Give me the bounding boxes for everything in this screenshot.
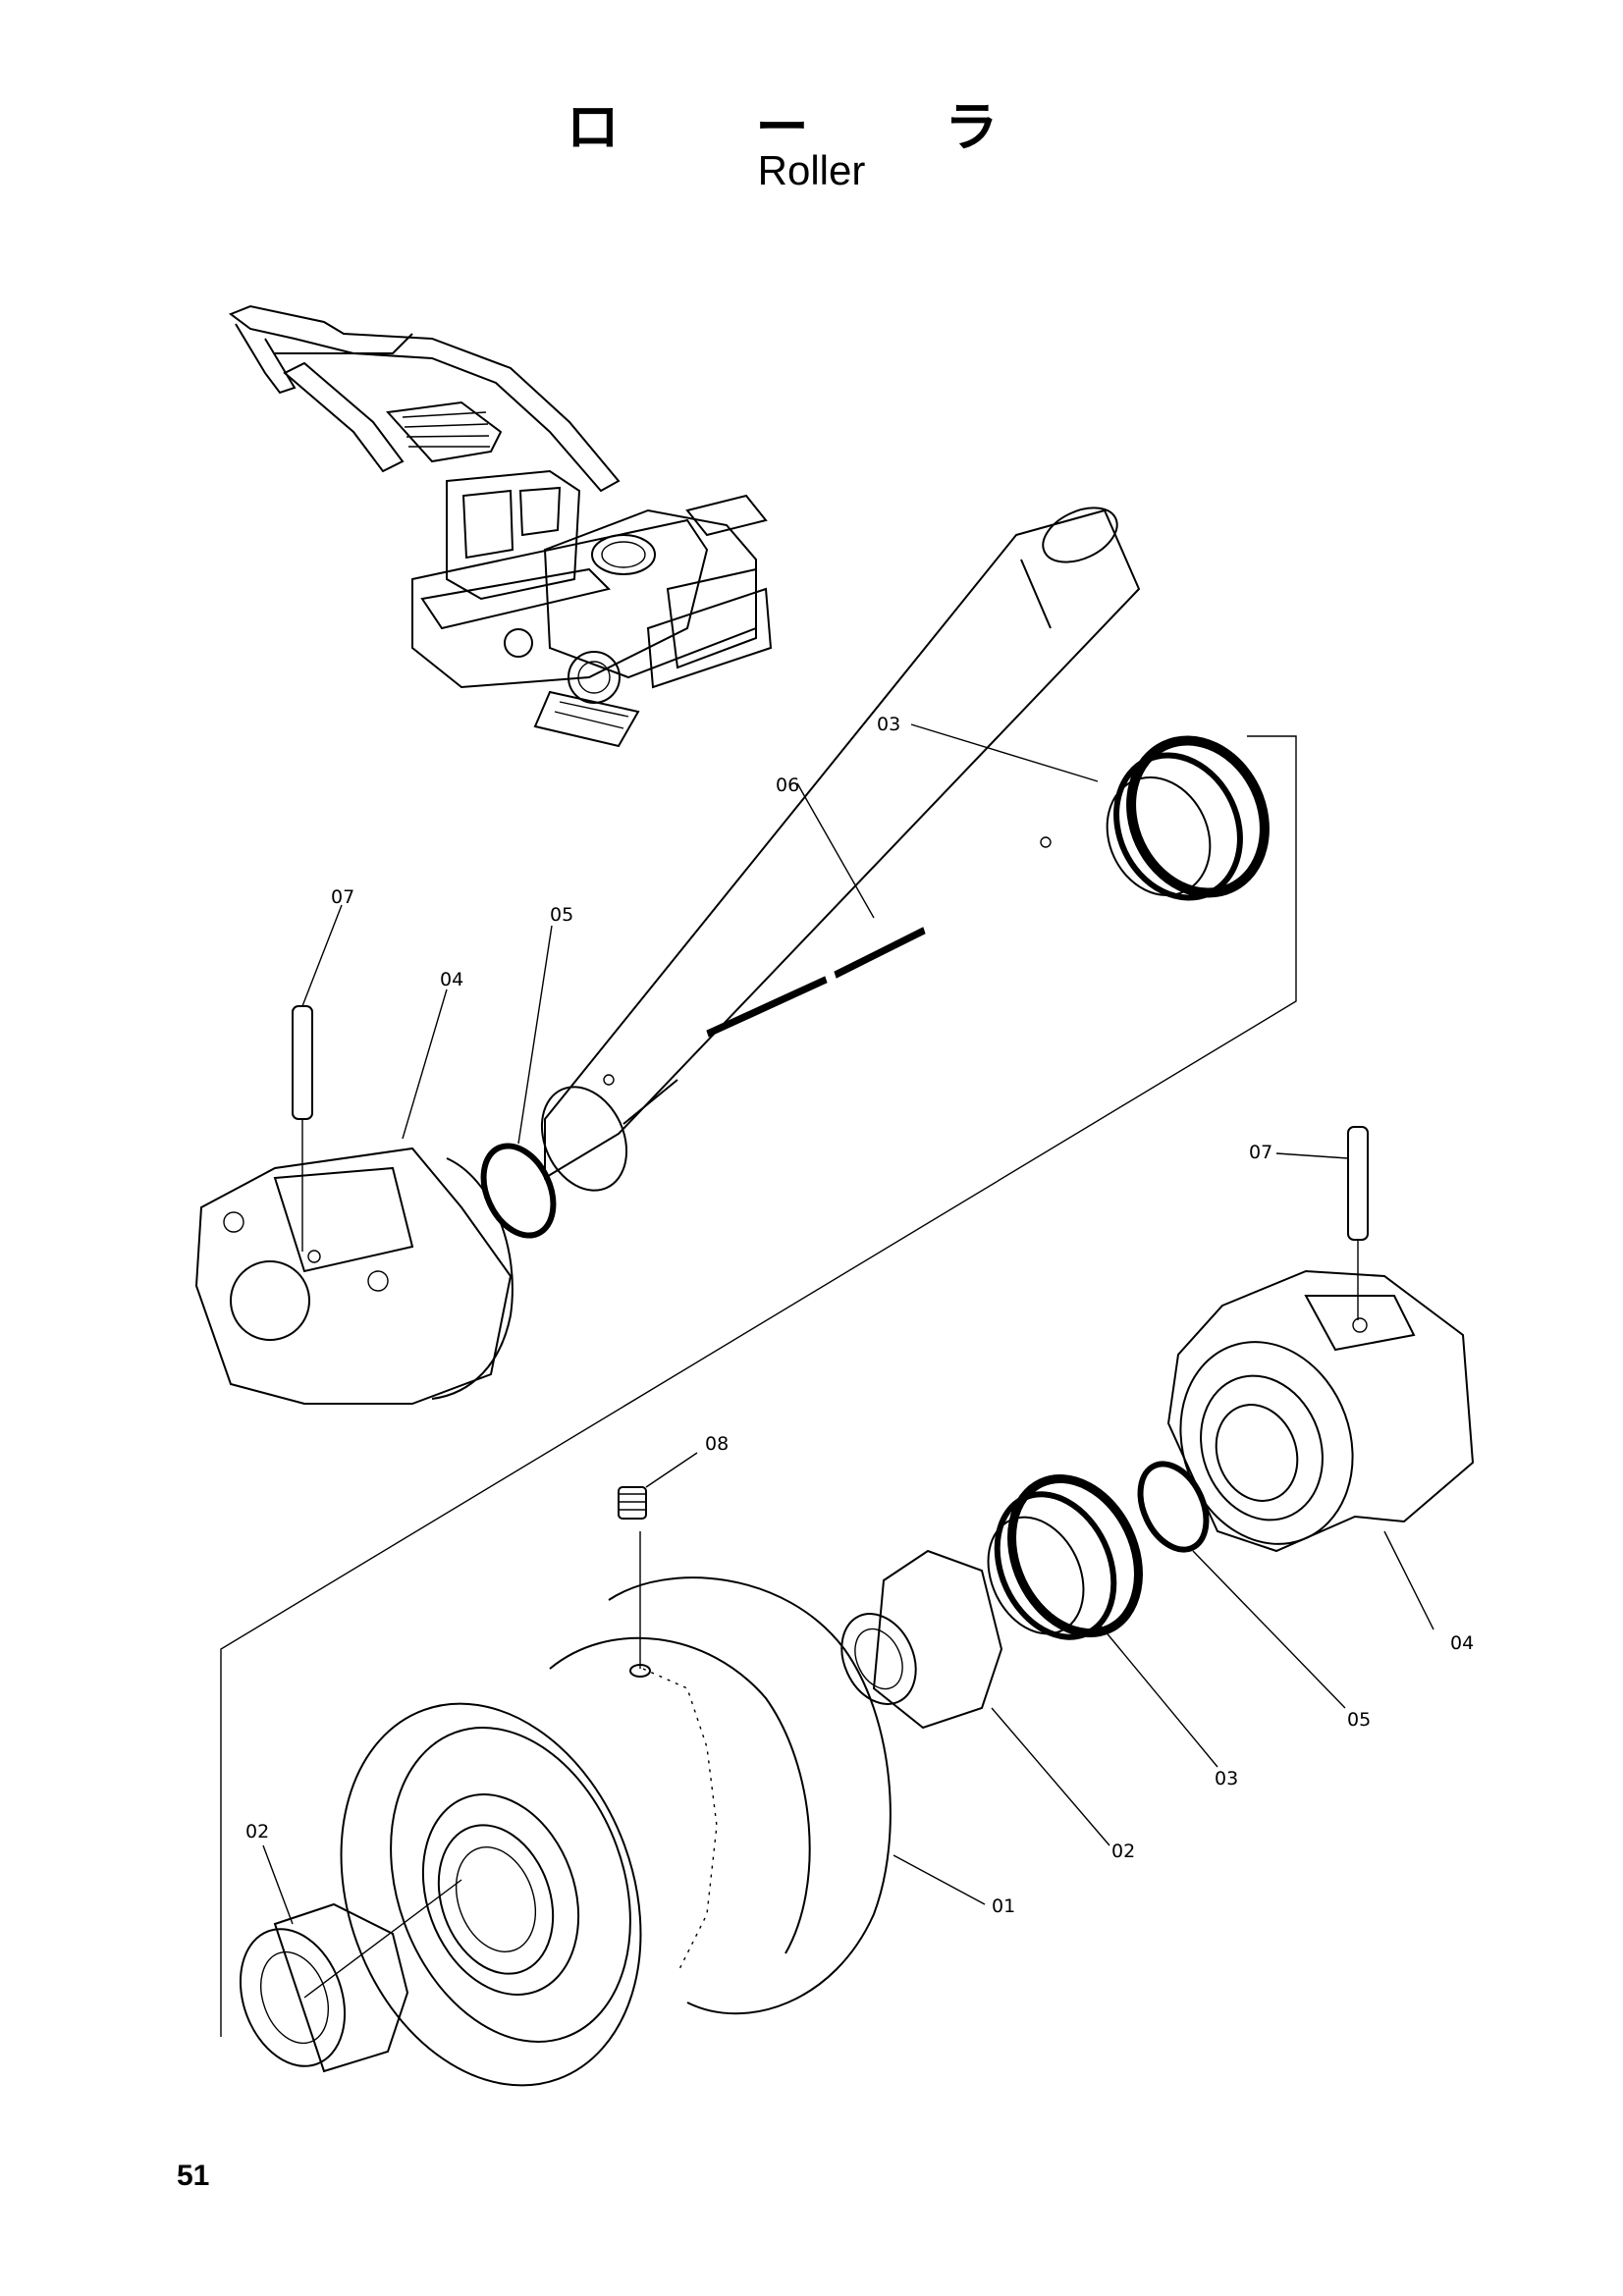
callout-05-left: 05 [550,904,573,926]
roller-body-01 [340,1531,892,2087]
seal-03-lower [987,1473,1143,1640]
oring-05-right [1137,1461,1210,1553]
pin-07-right [1347,1126,1369,1320]
callout-07-right: 07 [1249,1142,1272,1163]
pin-07-left [292,1005,313,1252]
housing-04-right [1166,1269,1475,1553]
bushing-02-right [840,1549,1003,1730]
plug-08 [618,1486,647,1520]
shaft-06 [540,507,1141,1192]
upper-assembly [194,507,1297,2037]
leader-lines [262,723,1434,1925]
callout-04-right: 04 [1450,1632,1474,1654]
callout-05-right: 05 [1347,1709,1371,1731]
callout-02-right: 02 [1111,1841,1135,1862]
housing-04-left [194,1147,514,1405]
page-title-english: Roller [757,147,866,193]
callout-01: 01 [992,1896,1015,1917]
callout-03-lower: 03 [1215,1768,1238,1789]
callout-03-upper: 03 [877,714,900,735]
callout-08: 08 [705,1433,729,1455]
right-assembly [840,1126,1475,1730]
callout-02-left: 02 [245,1821,269,1842]
page-title-japanese: ロ ー ラ [566,96,1057,158]
callout-07-left: 07 [331,886,354,908]
callout-06: 06 [776,774,799,796]
oring-05-left [480,1143,557,1239]
callout-labels: 03 06 07 05 04 07 08 04 05 03 02 01 02 [245,714,1474,1917]
callout-04-left: 04 [440,969,463,990]
bushing-02-left [239,1879,462,2073]
excavator-illustration [228,304,773,748]
page-number: 51 [177,2160,210,2192]
seal-03-upper [1106,735,1270,901]
